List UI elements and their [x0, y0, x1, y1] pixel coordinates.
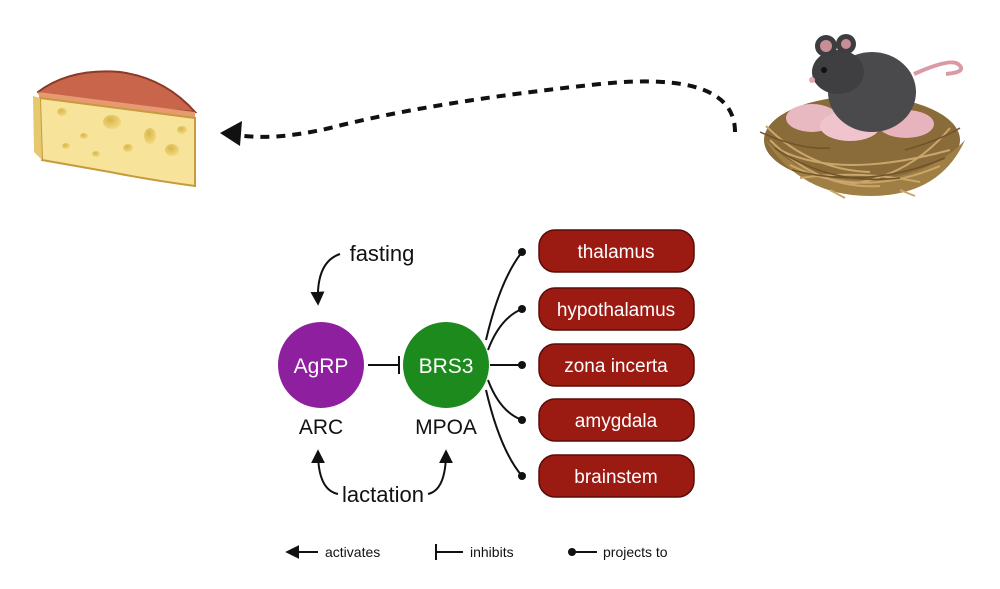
agrp-label: AgRP: [294, 355, 349, 378]
target-zona-incerta: zona incerta: [538, 343, 695, 387]
lactation-label: lactation: [342, 482, 424, 507]
agrp-node: [278, 322, 364, 408]
target-brainstem: brainstem: [538, 454, 695, 498]
arc-label: ARC: [299, 416, 343, 439]
target-hypothalamus: hypothalamus: [538, 287, 695, 331]
foraging-arrow: [231, 79, 737, 139]
mouse-nest-illustration: [759, 34, 965, 199]
projection-lines: [485, 251, 523, 477]
mpoa-label: MPOA: [415, 416, 477, 439]
projection-dots: [518, 248, 526, 480]
legend-projects-label: projects to: [603, 544, 668, 560]
target-label: hypothalamus: [557, 300, 675, 321]
brs3-label: BRS3: [419, 355, 474, 378]
legend-activates-label: activates: [325, 544, 380, 560]
legend: activates inhibits projects to: [285, 544, 668, 560]
legend-inhibits-label: inhibits: [470, 544, 514, 560]
brs3-node: [403, 322, 489, 408]
lactation-arrow-arc: [311, 449, 339, 495]
target-amygdala: amygdala: [538, 398, 695, 442]
target-label: zona incerta: [564, 356, 668, 377]
target-thalamus: thalamus: [538, 229, 695, 273]
fasting-label: fasting: [350, 241, 415, 266]
target-label: amygdala: [575, 411, 658, 432]
target-label: thalamus: [577, 242, 654, 263]
fasting-arrow: [310, 253, 341, 306]
target-label: brainstem: [574, 467, 657, 488]
cheese-illustration: [33, 70, 198, 188]
foraging-arrow-head: [220, 121, 242, 146]
lactation-arrow-mpoa: [427, 449, 453, 495]
